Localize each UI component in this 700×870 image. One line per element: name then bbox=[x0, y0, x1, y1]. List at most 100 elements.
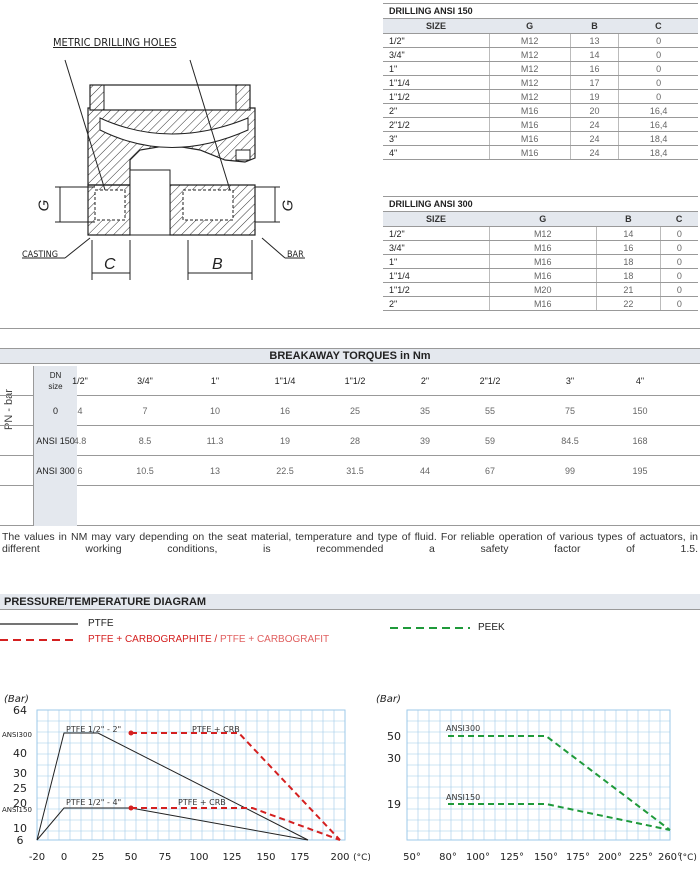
size-header: 1"1/2 bbox=[344, 376, 366, 386]
series-point bbox=[128, 730, 134, 736]
chart-annotation: PTFE 1/2" - 4" bbox=[66, 798, 121, 807]
cell-b: 14 bbox=[569, 47, 619, 62]
torque-value: 168 bbox=[632, 436, 648, 446]
x-tick-label: 50 bbox=[125, 852, 138, 863]
chart-annotation: ANSI300 bbox=[446, 724, 480, 733]
cell-b: 24 bbox=[569, 117, 619, 132]
y-axis-unit: (Bar) bbox=[4, 694, 29, 705]
torque-value: 150 bbox=[632, 406, 648, 416]
x-tick-label: 125 bbox=[222, 852, 241, 863]
x-tick-label: 25 bbox=[92, 852, 105, 863]
cell-size: 1"1/4 bbox=[383, 268, 489, 283]
torque-value: 16 bbox=[279, 406, 290, 416]
cell-c: 16,4 bbox=[618, 117, 698, 132]
torque-value: 31.5 bbox=[346, 466, 364, 476]
chart-annotation: PTFE + CRB bbox=[178, 798, 226, 807]
size-header: 1/2" bbox=[72, 376, 88, 386]
bar-label: BAR bbox=[287, 250, 304, 260]
torque-value: 4.8 bbox=[73, 436, 87, 446]
torque-value: 6 bbox=[77, 466, 83, 476]
cell-b: 18 bbox=[595, 268, 661, 283]
pressure-label: ANSI 150 bbox=[34, 426, 77, 456]
size-header: 1" bbox=[210, 376, 220, 386]
cell-g: M12 bbox=[488, 89, 571, 104]
cell-c: 0 bbox=[659, 268, 698, 283]
cell-g: M12 bbox=[488, 33, 571, 48]
cell-size: 4" bbox=[383, 145, 489, 160]
torque-value: 59 bbox=[484, 436, 495, 446]
legend-ptfe: PTFE bbox=[88, 618, 114, 629]
torque-value: 55 bbox=[484, 406, 495, 416]
dn-size-label: DN size bbox=[34, 366, 77, 396]
cell-c: 0 bbox=[618, 47, 698, 62]
dim-g-left: G bbox=[35, 199, 53, 212]
cell-g: M12 bbox=[488, 75, 571, 90]
x-tick-label: 50° bbox=[403, 852, 421, 863]
cell-b: 21 bbox=[595, 282, 661, 297]
cell-g: M16 bbox=[488, 117, 571, 132]
torque-value: 19 bbox=[279, 436, 290, 446]
y-tick-label: 6 bbox=[17, 834, 24, 847]
cell-g: M16 bbox=[488, 296, 597, 311]
torque-value: 4 bbox=[77, 406, 83, 416]
cell-g: M16 bbox=[488, 103, 571, 118]
torque-value: 84.5 bbox=[561, 436, 579, 446]
cell-size: 1"1/2 bbox=[383, 89, 489, 104]
cell-size: 1/2" bbox=[383, 33, 489, 48]
series-line bbox=[131, 807, 341, 841]
series-line bbox=[448, 803, 671, 831]
size-header: 2"1/2 bbox=[479, 376, 501, 386]
col-c: C bbox=[660, 211, 698, 227]
legend-crb-a: PTFE + CARBOGRAPHITE bbox=[88, 634, 212, 645]
cell-b: 13 bbox=[569, 33, 619, 48]
y-tick-label: 19 bbox=[387, 798, 401, 811]
col-size: SIZE bbox=[383, 211, 489, 227]
cell-size: 2"1/2 bbox=[383, 117, 489, 132]
col-g: G bbox=[489, 211, 597, 227]
chart-annotation: PTFE + CRB bbox=[192, 725, 240, 734]
series-line bbox=[36, 732, 309, 841]
size-header: 3/4" bbox=[137, 376, 153, 386]
y-tick-label: ANSI150 bbox=[2, 806, 32, 814]
pt-diagram-title: PRESSURE/TEMPERATURE DIAGRAM bbox=[0, 594, 700, 610]
size-label: size bbox=[48, 382, 63, 391]
torque-value: 10 bbox=[209, 406, 220, 416]
x-tick-label: 75 bbox=[159, 852, 172, 863]
series-point bbox=[128, 805, 134, 811]
col-b: B bbox=[570, 18, 619, 34]
torque-value: 195 bbox=[632, 466, 648, 476]
y-tick-label: 25 bbox=[13, 782, 27, 795]
col-c: C bbox=[618, 18, 698, 34]
col-g: G bbox=[489, 18, 571, 34]
torque-value: 11.3 bbox=[206, 436, 224, 446]
x-tick-label: 200° bbox=[598, 852, 622, 863]
x-tick-label: 150 bbox=[256, 852, 275, 863]
x-tick-label: 175° bbox=[566, 852, 590, 863]
cell-size: 3/4" bbox=[383, 240, 489, 255]
cell-b: 22 bbox=[595, 296, 661, 311]
cell-g: M12 bbox=[488, 47, 571, 62]
size-header: 2" bbox=[420, 376, 430, 386]
cell-c: 0 bbox=[618, 75, 698, 90]
cell-c: 0 bbox=[659, 296, 698, 311]
legend-crb-b: PTFE + CARBOGRAFIT bbox=[219, 634, 330, 645]
cell-size: 2" bbox=[383, 103, 489, 118]
series-line bbox=[131, 732, 341, 841]
section-divider bbox=[0, 328, 700, 329]
cell-c: 0 bbox=[659, 226, 698, 241]
y-tick-label: 30 bbox=[387, 752, 401, 765]
cell-size: 1" bbox=[383, 254, 489, 269]
cell-g: M12 bbox=[488, 226, 597, 241]
torque-value: 67 bbox=[484, 466, 495, 476]
cell-size: 1"1/4 bbox=[383, 75, 489, 90]
x-tick-label: 175 bbox=[290, 852, 309, 863]
